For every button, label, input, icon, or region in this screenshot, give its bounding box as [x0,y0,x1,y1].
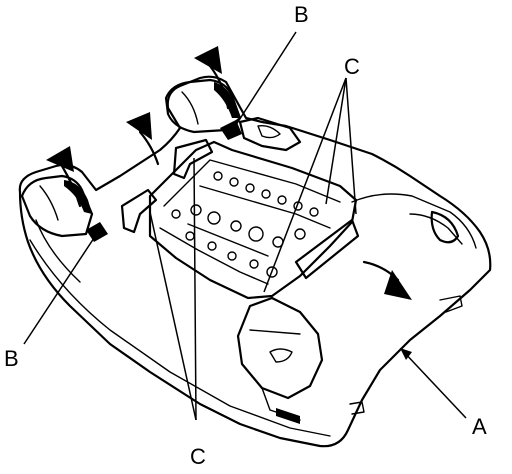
leader-b-top [233,31,297,129]
callout-c-top: C [344,54,360,79]
callout-b-top: B [294,2,309,27]
leader-a-arrowhead [400,348,412,360]
callout-b-left: B [4,346,19,371]
leader-c-bottom-1 [149,211,197,421]
seat-cushion-shell [18,75,492,448]
rotation-arrows [46,46,412,300]
callout-labels: B B C C A [4,2,487,469]
left-flap [20,174,94,238]
leader-b-left [23,237,95,345]
front-bracket [236,218,360,424]
leader-lines [23,31,467,421]
rotate-arrow-middle [126,112,160,166]
leader-c-top-1 [263,77,347,293]
leader-c-top-3 [345,77,357,215]
rotate-arrow-right [362,260,412,300]
pan-holes [171,171,319,278]
leader-c-bottom-2 [193,157,197,421]
rotate-arrow-left [46,146,82,208]
leader-a [401,349,467,419]
callout-c-bottom: C [190,444,206,469]
rotate-arrow-top [194,46,230,110]
callout-a: A [472,414,487,439]
leader-c-top-2 [325,77,347,205]
